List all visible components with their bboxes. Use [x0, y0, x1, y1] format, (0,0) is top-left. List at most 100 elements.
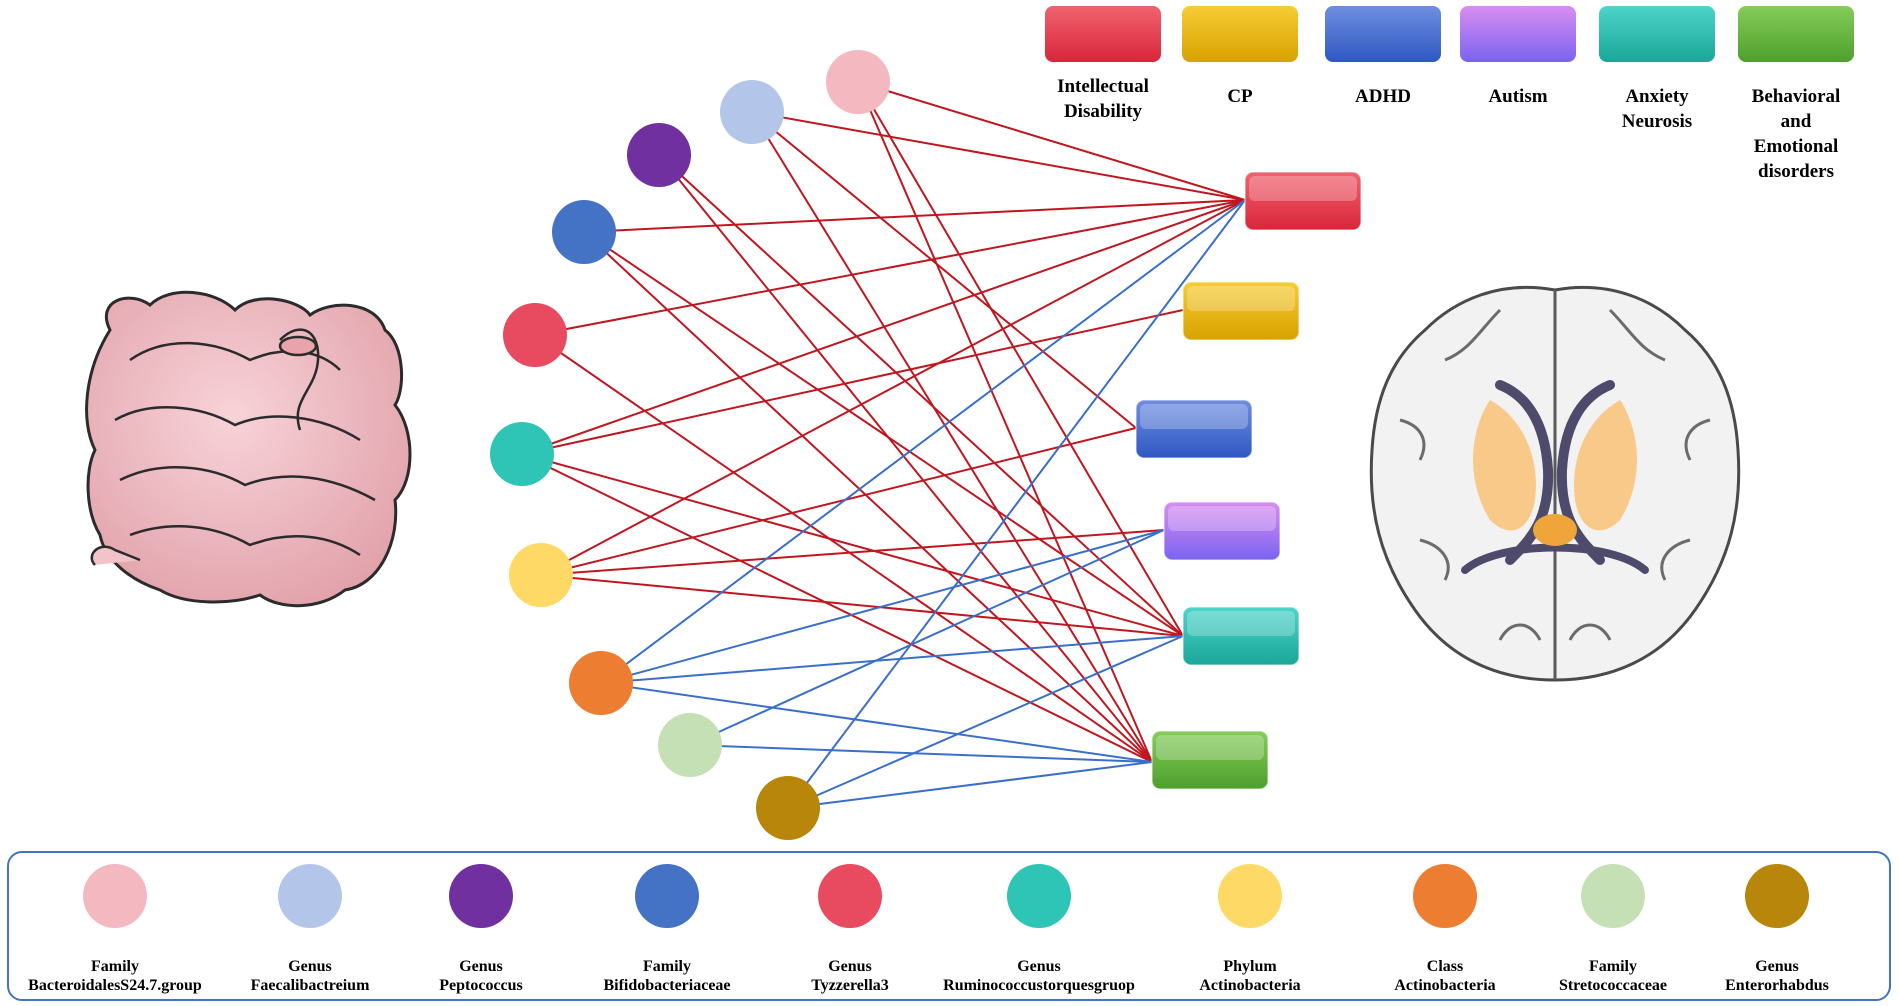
edge-t7-anx [540, 574, 1184, 637]
legend-swatch-adhd [1325, 6, 1441, 62]
legend-taxon-label-t4: Bifidobacteriaceae [603, 977, 730, 994]
legend-dot-t9 [1581, 864, 1645, 928]
legend-dot-t7 [1218, 864, 1282, 928]
legend-dot-t1 [83, 864, 147, 928]
legend-taxon-label-t10: Enterorhabdus [1725, 977, 1829, 994]
legend-label-beh: and [1781, 111, 1812, 132]
legend-label-cp: CP [1227, 86, 1253, 107]
intestine-icon [85, 290, 412, 608]
legend-label-beh: disorders [1758, 161, 1834, 182]
taxon-node-t5 [503, 303, 567, 367]
legend-label-anx: Anxiety [1625, 86, 1689, 107]
edge-t2-id [751, 111, 1246, 201]
edge-t1-beh [857, 81, 1153, 763]
edge-t5-id [534, 199, 1246, 336]
legend-taxon-label-t3: Peptococcus [439, 977, 523, 994]
taxon-node-t8 [569, 651, 633, 715]
edge-t8-id [600, 199, 1246, 684]
edge-t7-adhd [540, 427, 1137, 576]
edge-t3-anx [658, 154, 1184, 637]
legend-swatch-aut [1460, 6, 1576, 62]
legend-swatch-beh [1738, 6, 1854, 62]
edge-t3-beh [658, 154, 1153, 763]
disorder-node-highlight [1140, 404, 1248, 429]
legend-dot-t8 [1413, 864, 1477, 928]
legend-swatch-id [1045, 6, 1161, 62]
edge-t9-beh [689, 744, 1153, 763]
brain-icon [1369, 285, 1741, 682]
legend-swatch-anx [1599, 6, 1715, 62]
legend-taxon-label-t6: Ruminococcustorquesgruop [943, 977, 1135, 994]
taxon-node-t6 [490, 422, 554, 486]
legend-dot-t5 [818, 864, 882, 928]
legend-taxon-label-t5: Genus [828, 958, 872, 975]
legend-taxon-label-t2: Genus [288, 958, 332, 975]
legend-taxon-label-t5: Tyzzerella3 [811, 977, 889, 994]
taxon-node-t2 [720, 80, 784, 144]
edge-t6-beh [521, 453, 1153, 763]
legend-dot-t3 [449, 864, 513, 928]
edge-t4-anx [583, 231, 1184, 637]
disorder-node-highlight [1187, 286, 1295, 311]
legend-taxon-label-t9: Family [1589, 958, 1637, 975]
taxon-node-layer [490, 50, 890, 840]
edge-t6-id [521, 199, 1246, 455]
disorder-node-cp [1182, 281, 1300, 341]
legend-taxon-label-t7: Actinobacteria [1199, 977, 1300, 994]
legend-label-adhd: ADHD [1355, 86, 1411, 107]
edge-t1-anx [857, 81, 1184, 637]
edge-t5-beh [534, 334, 1153, 763]
taxon-node-t9 [658, 713, 722, 777]
edge-layer [521, 81, 1246, 809]
edge-t10-anx [787, 635, 1184, 809]
legend-taxon-label-t4: Family [643, 958, 691, 975]
legend-taxon-label-t9: Stretococcaceae [1559, 977, 1667, 994]
legend-label-beh: Behavioral [1752, 86, 1841, 107]
legend-taxon-label-t8: Actinobacteria [1394, 977, 1495, 994]
disorder-node-beh [1151, 730, 1269, 790]
edge-t7-id [540, 199, 1246, 576]
legend-taxon-label-t3: Genus [459, 958, 503, 975]
legend-label-anx: Neurosis [1622, 111, 1692, 132]
disorder-node-id [1244, 171, 1362, 231]
legend-label-aut: Autism [1488, 86, 1547, 107]
edge-t8-beh [600, 682, 1153, 763]
legend-dot-t10 [1745, 864, 1809, 928]
disorder-node-layer [1135, 171, 1362, 790]
edge-t9-aut [689, 529, 1165, 746]
edge-t2-adhd [751, 111, 1137, 429]
legend-dot-t4 [635, 864, 699, 928]
edge-t8-aut [600, 529, 1165, 684]
legend-taxon-label-t6: Genus [1017, 958, 1061, 975]
legend-taxon-label-t1: Family [91, 958, 139, 975]
legend-label-beh: Emotional [1754, 136, 1838, 157]
disorder-node-aut [1163, 501, 1281, 561]
edge-t10-beh [787, 761, 1153, 809]
disorder-node-highlight [1249, 176, 1357, 201]
disorder-node-highlight [1168, 506, 1276, 531]
legend-dot-t2 [278, 864, 342, 928]
taxon-node-t1 [826, 50, 890, 114]
edge-t10-id [787, 199, 1246, 809]
edge-t4-id [583, 199, 1246, 233]
disorder-node-adhd [1135, 399, 1253, 459]
legend-dot-t6 [1007, 864, 1071, 928]
legend-taxon-label-t8: Class [1427, 958, 1463, 975]
taxon-node-t3 [627, 123, 691, 187]
disorder-node-anx [1182, 606, 1300, 666]
edge-t1-id [857, 81, 1246, 201]
legend-label-id: Disability [1064, 101, 1143, 122]
edge-t7-aut [540, 529, 1165, 576]
edge-t6-cp [521, 309, 1184, 455]
edge-t6-anx [521, 453, 1184, 637]
legend-taxon-label-t2: Faecalibactreium [251, 977, 370, 994]
edge-t4-beh [583, 231, 1153, 763]
legend-taxon-label-t1: BacteroidalesS24.7.group [28, 977, 202, 994]
disorder-node-highlight [1156, 735, 1264, 760]
edge-t8-anx [600, 635, 1184, 684]
taxa-legend-frame [7, 851, 1891, 1001]
legend-label-id: Intellectual [1057, 76, 1149, 97]
legend-taxon-label-t7: Phylum [1223, 958, 1277, 975]
